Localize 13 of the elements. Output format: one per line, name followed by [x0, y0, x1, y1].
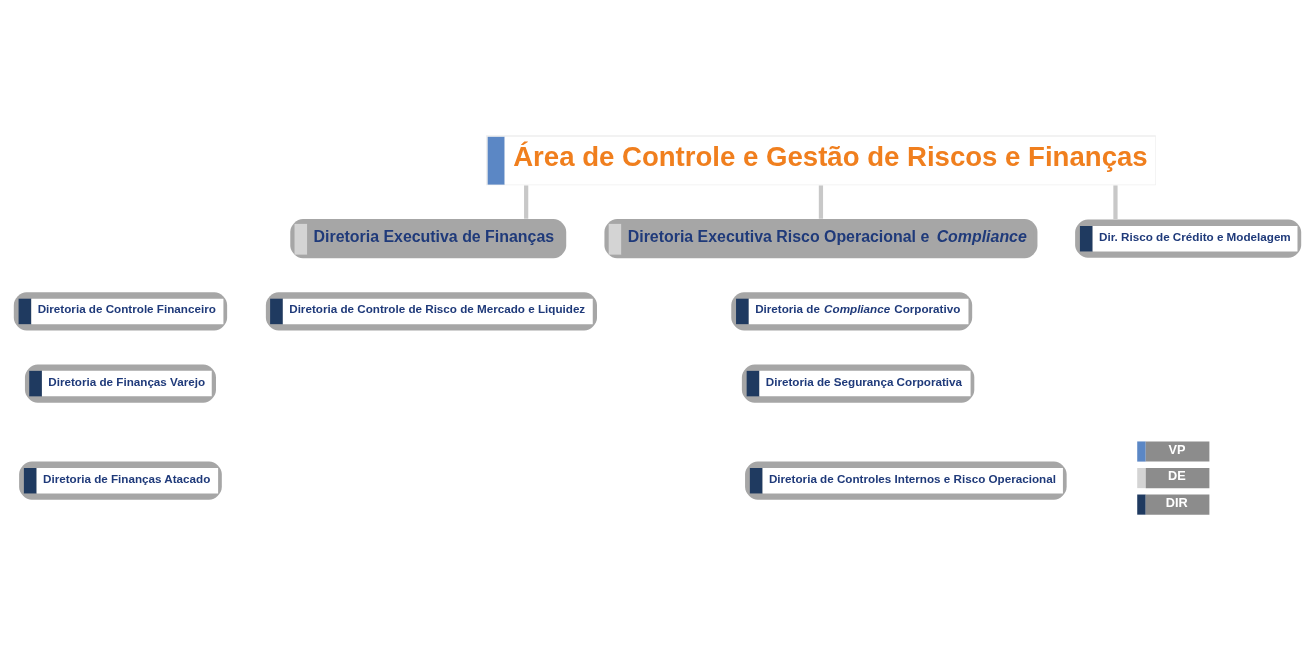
node-box: Diretoria de Compliance Corporativo	[731, 291, 973, 331]
connector	[818, 184, 824, 219]
legend-label: DIR	[1165, 494, 1188, 510]
node-box: Diretoria de Finanças Varejo	[24, 364, 216, 403]
node-box: Diretoria de Segurança Corporativa	[741, 364, 975, 403]
node-box: Diretoria de Controles Internos e Risco Operacional	[745, 461, 1067, 500]
node-box: Diretoria de Controle Financeiro	[13, 291, 228, 331]
legend-label: DE	[1168, 467, 1186, 483]
legend-label: VP	[1168, 441, 1186, 457]
connector	[524, 184, 529, 219]
node-box: Diretoria de Controle de Risco de Mercado e Liquidez	[265, 291, 597, 331]
connector	[1113, 184, 1118, 219]
node-box: Dir. Risco de Crédito e Modelagem	[1075, 219, 1302, 258]
